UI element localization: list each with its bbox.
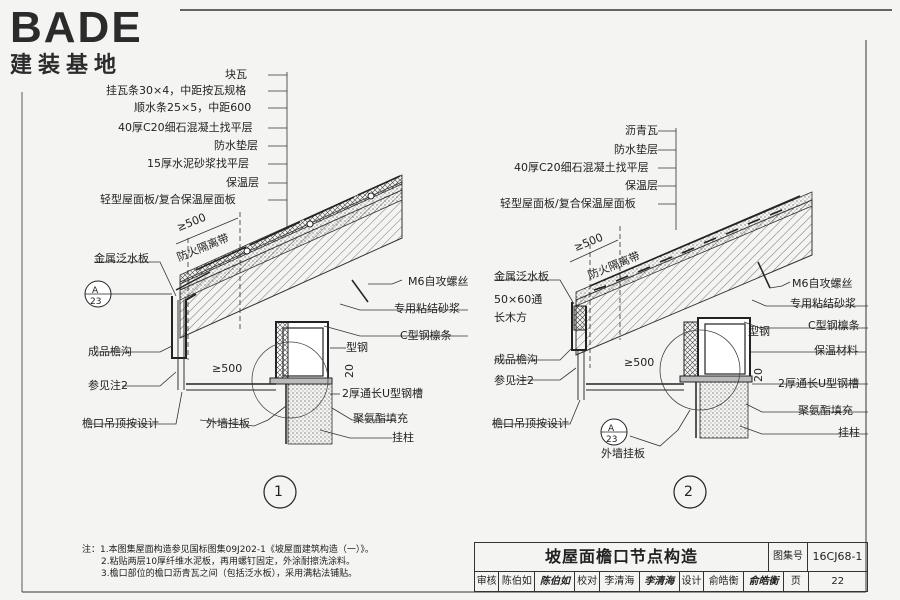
design-signature: 俞皓衡: [744, 572, 785, 591]
page-number: 22: [831, 576, 845, 587]
check-name: 李清海: [600, 572, 640, 591]
d2-purlin: C型钢檩条: [808, 319, 860, 332]
d2-dim-500b: ≥500: [624, 356, 655, 369]
d1-label-insulation: 保温层: [226, 176, 259, 189]
d1-ref-page: 23: [90, 297, 102, 307]
set-number-label: 图集号: [769, 543, 808, 572]
d2-number: 2: [684, 484, 693, 500]
d1-ref-letter: A: [92, 286, 99, 296]
d1-number: 1: [274, 484, 283, 500]
d1-mortar: 专用粘结砂浆: [394, 302, 460, 315]
note-3: 3.檐口部位的檐口沥青瓦之间（包括泛水板），采用满粘法铺贴。: [101, 569, 358, 579]
check-label: 校对: [575, 572, 600, 591]
d1-purlin: C型钢檩条: [400, 329, 452, 342]
d2-label-waterproof: 防水垫层: [614, 143, 658, 156]
review-name: 陈伯如: [499, 572, 536, 591]
d2-ref-letter: A: [608, 424, 615, 434]
watermark-logo: BADE 建装基地: [10, 6, 180, 86]
d1-label-tile: 块瓦: [225, 68, 247, 81]
review-signature: 陈伯如: [535, 572, 576, 591]
d2-wall-panel: 外墙挂板: [601, 447, 645, 460]
d1-label-tile-batten: 挂瓦条30×4，中距按瓦规格: [106, 84, 247, 97]
d1-dim-500b: ≥500: [212, 362, 243, 375]
title-block: 坡屋面檐口节点构造 图集号 16CJ68-1 审核 陈伯如 陈伯如 校对 李清海…: [474, 542, 868, 592]
d1-gutter: 成品檐沟: [88, 345, 132, 358]
d1-label-counter-batten: 顺水条25×5，中距600: [134, 101, 252, 114]
d2-ref-page: 23: [606, 435, 618, 445]
d1-dim-20: 20: [343, 364, 356, 378]
d1-column: 挂柱: [392, 431, 414, 444]
d2-label-roof-panel: 轻型屋面板/复合保温屋面板: [500, 197, 636, 210]
logo-subtitle: 建装基地: [10, 53, 123, 78]
d1-label-mortar-screed: 15厚水泥砂浆找平层: [147, 157, 249, 170]
d1-screw: M6自攻螺丝: [408, 275, 469, 288]
note-2: 2.粘贴两层10厚纤维水泥板，再用螺钉固定，外涂耐擦洗涂料。: [101, 557, 356, 567]
d2-note-ref: 参见注2: [494, 374, 534, 387]
d2-insulation: 保温材料: [814, 344, 858, 357]
d2-screw: M6自攻螺丝: [792, 277, 853, 290]
signature-row: 审核 陈伯如 陈伯如 校对 李清海 李清海 设计 俞皓衡 俞皓衡 页 22: [475, 572, 867, 591]
d1-note-ref: 参见注2: [88, 379, 128, 392]
page-label: 页: [784, 572, 809, 591]
d2-label-concrete-screed: 40厚C20细石混凝土找平层: [514, 161, 649, 174]
d2-column: 挂柱: [838, 426, 860, 439]
d2-timber: 50×60通: [494, 293, 543, 306]
d2-dim-20: 20: [752, 368, 765, 382]
d2-mortar: 专用粘结砂浆: [790, 297, 856, 310]
d2-gutter: 成品檐沟: [494, 353, 538, 366]
d1-channel: 2厚通长U型钢槽: [342, 387, 424, 400]
d1-steel: 型钢: [346, 341, 368, 354]
d2-channel: 2厚通长U型钢槽: [778, 377, 860, 390]
d1-label-concrete-screed: 40厚C20细石混凝土找平层: [118, 121, 253, 134]
d2-filler: 聚氨酯填充: [798, 404, 853, 417]
check-signature: 李清海: [640, 572, 680, 591]
notes: 注：1.本图集屋面构造参见国标图集09J202-1《坡屋面建筑构造（一）》。 2…: [82, 544, 374, 580]
design-label: 设计: [680, 572, 705, 591]
d2-flashing: 金属泛水板: [494, 270, 549, 283]
d1-filler: 聚氨酯填充: [353, 412, 408, 425]
d1-flashing: 金属泛水板: [94, 252, 149, 265]
d1-label-waterproof: 防水垫层: [214, 139, 258, 152]
detail-2-drawing: [492, 128, 868, 509]
review-label: 审核: [475, 572, 500, 591]
d1-label-roof-panel: 轻型屋面板/复合保温屋面板: [100, 193, 236, 206]
note-1: 注：1.本图集屋面构造参见国标图集09J202-1《坡屋面建筑构造（一）》。: [82, 545, 374, 555]
d1-soffit: 檐口吊顶按设计: [82, 417, 159, 430]
d2-soffit: 檐口吊顶按设计: [492, 417, 569, 430]
design-name: 俞皓衡: [704, 572, 745, 591]
d2-label-insulation: 保温层: [625, 179, 658, 192]
d2-label-asphalt-shingle: 沥青瓦: [625, 124, 658, 137]
d2-timber-2: 长木方: [494, 311, 527, 324]
d1-wall-panel: 外墙挂板: [206, 417, 250, 430]
logo-brand: BADE: [10, 3, 143, 52]
drawing-title: 坡屋面檐口节点构造: [475, 543, 769, 572]
set-number: 16CJ68-1: [808, 543, 867, 572]
d2-steel: 型钢: [748, 325, 770, 338]
detail-1-drawing: [84, 72, 468, 509]
